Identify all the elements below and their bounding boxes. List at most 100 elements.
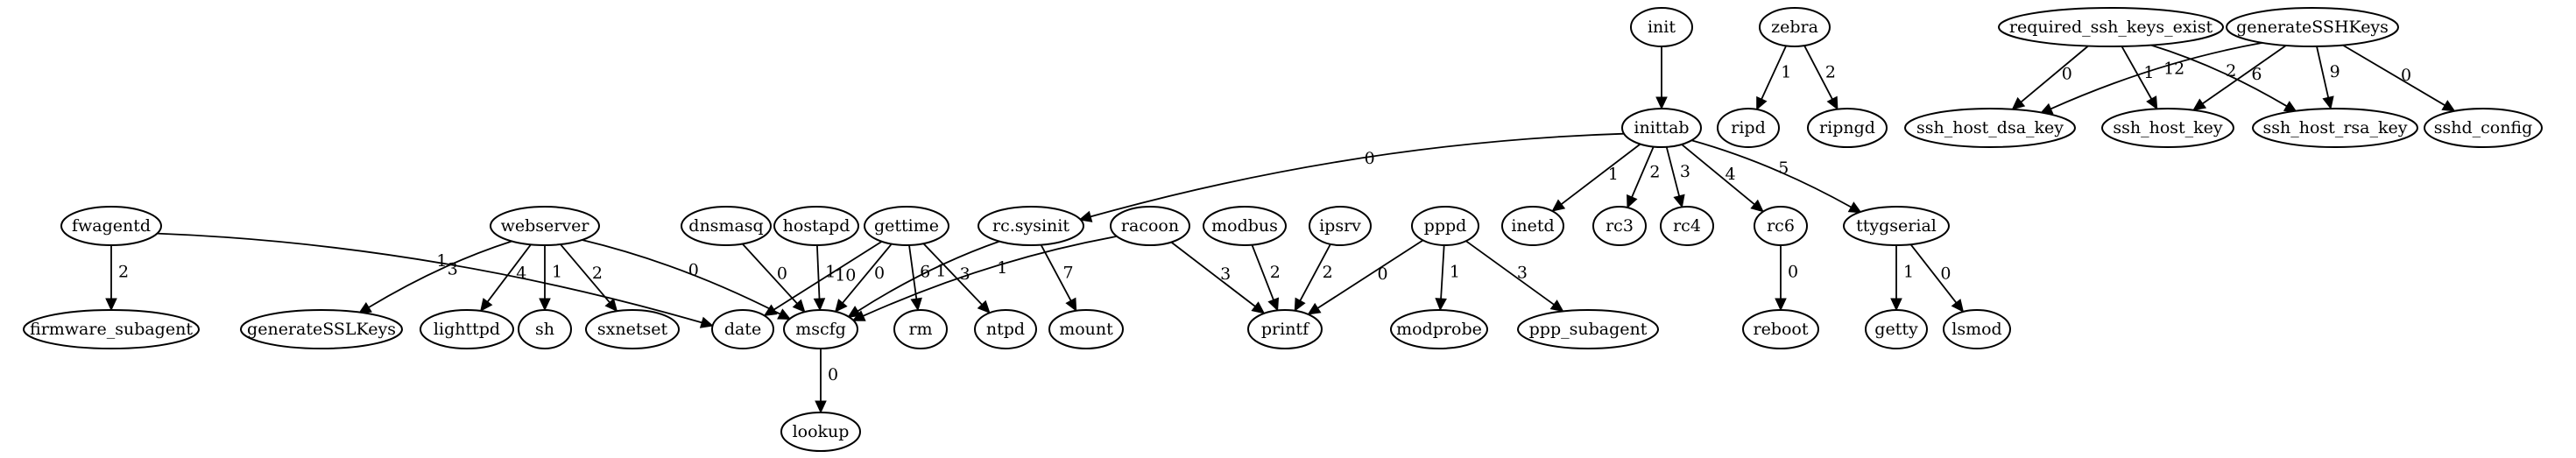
node-label: required_ssh_keys_exist: [2009, 18, 2213, 37]
node-ellipse: [1843, 206, 1950, 246]
edge-label: 9: [2330, 62, 2340, 81]
node-label: ripngd: [1819, 118, 1875, 137]
node-label: modprobe: [1396, 320, 1482, 339]
edge-arrowhead: [604, 298, 618, 313]
edge-arrowhead: [699, 316, 714, 328]
edge-line: [922, 243, 983, 306]
edge-label: 10: [835, 266, 856, 285]
node-reboot: reboot: [1742, 309, 1819, 349]
edge-line: [857, 240, 1000, 312]
node-ellipse: [420, 309, 514, 349]
edge-arrowhead: [2441, 100, 2456, 112]
edge-dnsmasq-to-mscfg: 0: [742, 243, 806, 314]
node-label: rc6: [1767, 216, 1795, 236]
node-lookup: lookup: [780, 412, 861, 452]
node-ellipse: [1621, 108, 1702, 148]
node-label: ripd: [1731, 118, 1765, 137]
node-label: dnsmasq: [688, 216, 763, 236]
node-ellipse: [780, 412, 861, 452]
node-ellipse: [977, 206, 1084, 246]
edge-arrowhead: [813, 298, 826, 312]
node-ellipse: [773, 206, 859, 246]
node-ellipse: [1501, 206, 1564, 246]
node-label: inittab: [1634, 118, 1689, 137]
node-label: generateSSLKeys: [247, 320, 396, 339]
edge-arrowhead: [1655, 96, 1668, 110]
edge-line: [742, 243, 798, 305]
node-rc-sysinit: rc.sysinit: [977, 206, 1084, 246]
node-ripngd: ripngd: [1807, 108, 1888, 148]
edge-ttygserial-to-lsmod: 0: [1909, 243, 1965, 313]
node-ellipse: [2424, 108, 2543, 148]
edge-label: 2: [1323, 263, 1333, 282]
edge-line: [368, 240, 512, 308]
node-ellipse: [1592, 206, 1647, 246]
node-label: firmware_subagent: [30, 320, 193, 339]
node-hostapd: hostapd: [773, 206, 859, 246]
edge-generateSSHKeys-to-sshd_config: 0: [2342, 44, 2456, 112]
node-rc3: rc3: [1592, 206, 1647, 246]
edge-line: [2121, 46, 2153, 100]
node-ppp-subagent: ppp_subagent: [1517, 309, 1659, 349]
node-label: ttygserial: [1856, 216, 1937, 236]
node-inittab: inittab: [1621, 108, 1702, 148]
edge-arrowhead: [1890, 298, 1902, 312]
node-ellipse: [1754, 206, 1808, 246]
edge-label: 1: [1450, 263, 1460, 282]
edge-arrowhead: [2146, 95, 2158, 110]
edge-required_ssh_keys_exist-to-ssh_host_dsa_key: 0: [2011, 45, 2089, 110]
node-mount: mount: [1048, 309, 1124, 349]
node-label: webserver: [501, 216, 590, 236]
node-ellipse: [974, 309, 1037, 349]
edge-label: 2: [2226, 61, 2236, 81]
edge-gettime-to-rm: 6: [908, 244, 930, 312]
edge-required_ssh_keys_exist-to-ssh_host_rsa_key: 2: [2150, 44, 2297, 113]
node-getty: getty: [1865, 309, 1928, 349]
node-label: ipsrv: [1319, 216, 1361, 236]
node-label: lsmod: [1951, 320, 2001, 339]
edge-inittab-to-rc6: 4: [1681, 144, 1764, 213]
edge-label: 1: [997, 258, 1007, 278]
edge-label: 1: [436, 251, 447, 271]
node-label: gettime: [874, 216, 939, 236]
edge-arrowhead: [1627, 194, 1638, 209]
node-label: getty: [1874, 320, 1918, 339]
node-ellipse: [1309, 206, 1372, 246]
edge-label: 0: [874, 264, 885, 283]
node-label: hostapd: [783, 216, 850, 236]
edge-gettime-to-mscfg: 0: [835, 243, 893, 313]
node-label: sxnetset: [597, 320, 668, 339]
edge-line: [486, 243, 532, 303]
node-firmware-subagent: firmware_subagent: [23, 309, 200, 349]
edge-line: [1316, 239, 1424, 309]
node-label: zebra: [1771, 18, 1818, 37]
edge-line: [1561, 143, 1641, 205]
node-ellipse: [518, 309, 572, 349]
edge-label: 5: [1778, 159, 1789, 178]
node-ipsrv: ipsrv: [1309, 206, 1372, 246]
edge-label: 0: [2401, 66, 2411, 85]
edge-required_ssh_keys_exist-to-ssh_host_key: 1: [2121, 46, 2158, 110]
node-lsmod: lsmod: [1943, 309, 2011, 349]
node-label: reboot: [1753, 320, 1808, 339]
edge-label: 3: [1680, 162, 1690, 181]
node-ellipse: [1943, 309, 2011, 349]
edge-label: 1: [1781, 63, 1791, 82]
edge-line: [2342, 44, 2445, 106]
node-label: inetd: [1511, 216, 1554, 236]
edge-line: [1440, 244, 1445, 299]
edge-modbus-to-printf: 2: [1251, 244, 1281, 312]
edge-arrowhead: [1435, 298, 1447, 312]
node-webserver: webserver: [490, 206, 600, 246]
edge-label: 3: [960, 264, 970, 284]
edge-label: 2: [118, 263, 129, 282]
node-label: generateSSHKeys: [2236, 18, 2389, 37]
edge-line: [560, 243, 610, 303]
edge-zebra-to-ripd: 1: [1756, 45, 1791, 110]
edge-arrowhead: [1551, 199, 1566, 212]
edge-rc.sysinit-to-mount: 7: [1040, 244, 1077, 312]
node-ellipse: [1630, 7, 1693, 47]
edge-arrowhead: [1251, 301, 1266, 314]
edge-label: 3: [1517, 264, 1528, 283]
node-ellipse: [240, 309, 403, 349]
